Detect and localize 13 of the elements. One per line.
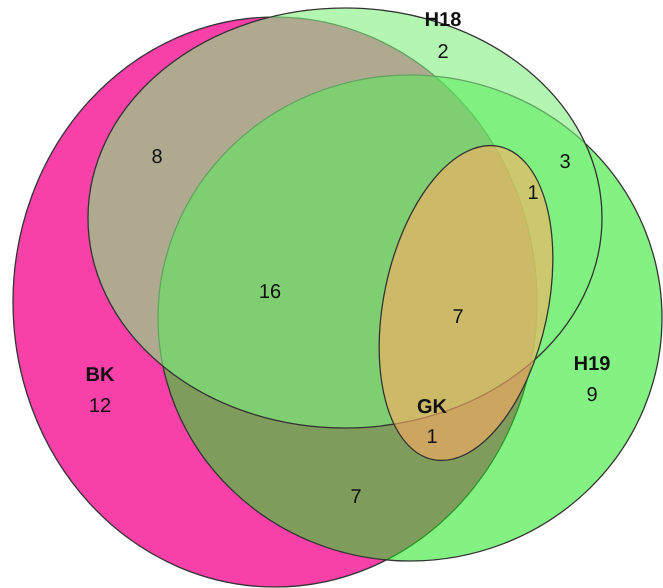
count-label: 2: [437, 42, 449, 62]
count-label: 7: [350, 487, 362, 507]
count-label: 1: [426, 427, 438, 447]
count-label: 7: [452, 307, 464, 327]
count-label: 12: [88, 396, 112, 416]
count-label: 9: [586, 385, 598, 405]
count-label: 8: [151, 147, 163, 167]
set-label: BK: [86, 365, 114, 385]
count-label: 3: [559, 152, 571, 172]
set-label: H19: [574, 354, 610, 374]
count-label: 1: [527, 183, 539, 203]
set-label: GK: [417, 397, 447, 417]
count-label: 16: [258, 282, 282, 302]
